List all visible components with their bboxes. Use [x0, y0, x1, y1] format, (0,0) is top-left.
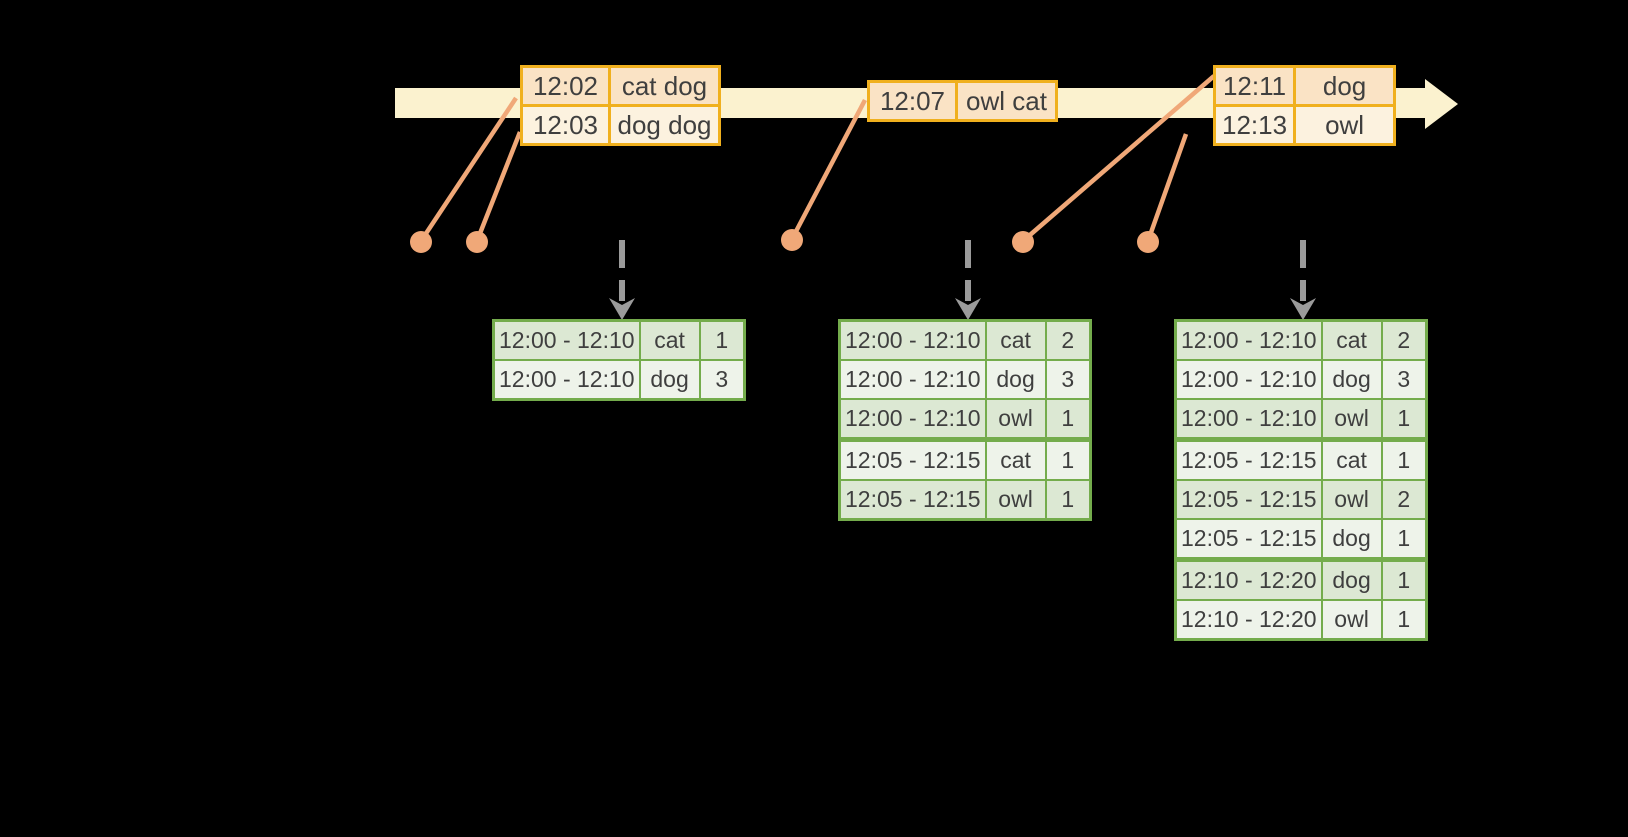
words-cell: cat dog [608, 65, 721, 107]
count-cell: 2 [1044, 319, 1092, 361]
window-cell: 12:05 - 12:15 [838, 437, 987, 481]
window-cell: 12:00 - 12:10 [492, 359, 641, 401]
window-cell: 12:00 - 12:10 [838, 319, 987, 361]
event-time-dot [1012, 231, 1034, 253]
word-cell: dog [1320, 518, 1383, 561]
window-cell: 12:00 - 12:10 [1174, 359, 1323, 400]
window-cell: 12:00 - 12:10 [492, 319, 641, 361]
event-connector-line [419, 96, 518, 243]
event-time-dot [410, 231, 432, 253]
count-cell: 1 [1044, 398, 1092, 441]
count-cell: 2 [1380, 319, 1428, 361]
window-cell: 12:00 - 12:10 [838, 398, 987, 441]
trigger-arrow-icon [955, 240, 981, 320]
count-cell: 1 [1380, 557, 1428, 601]
word-cell: dog [984, 359, 1047, 400]
word-cell: cat [984, 319, 1047, 361]
timeline-arrowhead-icon [1425, 79, 1458, 129]
event-time-dot [466, 231, 488, 253]
count-cell: 1 [1380, 599, 1428, 641]
count-cell: 1 [1380, 398, 1428, 441]
count-cell: 1 [1044, 479, 1092, 521]
words-cell: dog dog [608, 104, 721, 146]
count-cell: 3 [1380, 359, 1428, 400]
event-connector-line [1145, 133, 1189, 242]
window-cell: 12:05 - 12:15 [838, 479, 987, 521]
word-cell: owl [1320, 479, 1383, 520]
word-cell: cat [1320, 319, 1383, 361]
count-cell: 1 [1380, 437, 1428, 481]
words-cell: dog [1293, 65, 1397, 107]
count-cell: 2 [1380, 479, 1428, 520]
count-cell: 1 [1380, 518, 1428, 561]
window-cell: 12:05 - 12:15 [1174, 518, 1323, 561]
time-cell: 12:07 [867, 80, 958, 122]
time-cell: 12:11 [1212, 65, 1297, 107]
word-cell: cat [638, 319, 701, 361]
time-cell: 12:03 [520, 104, 611, 146]
window-cell: 12:00 - 12:10 [838, 359, 987, 400]
word-cell: owl [984, 398, 1047, 441]
words-cell: owl cat [955, 80, 1058, 122]
event-connector-line [474, 131, 523, 242]
count-cell: 1 [1044, 437, 1092, 481]
word-cell: dog [638, 359, 701, 401]
event-time-dot [781, 229, 803, 251]
count-cell: 1 [698, 319, 746, 361]
word-cell: owl [984, 479, 1047, 521]
count-cell: 3 [1044, 359, 1092, 400]
word-cell: owl [1320, 599, 1383, 641]
word-cell: owl [1320, 398, 1383, 441]
window-cell: 12:00 - 12:10 [1174, 398, 1323, 441]
word-cell: cat [1320, 437, 1383, 481]
window-cell: 12:10 - 12:20 [1174, 557, 1323, 601]
time-cell: 12:02 [520, 65, 611, 107]
window-cell: 12:00 - 12:10 [1174, 319, 1323, 361]
window-cell: 12:05 - 12:15 [1174, 437, 1323, 481]
time-cell: 12:13 [1212, 104, 1297, 146]
event-connector-line [790, 98, 867, 241]
count-cell: 3 [698, 359, 746, 401]
event-time-dot [1137, 231, 1159, 253]
window-cell: 12:10 - 12:20 [1174, 599, 1323, 641]
window-cell: 12:05 - 12:15 [1174, 479, 1323, 520]
words-cell: owl [1293, 104, 1397, 146]
word-cell: dog [1320, 359, 1383, 400]
trigger-arrow-icon [1290, 240, 1316, 320]
word-cell: dog [1320, 557, 1383, 601]
word-cell: cat [984, 437, 1047, 481]
trigger-arrow-icon [609, 240, 635, 320]
